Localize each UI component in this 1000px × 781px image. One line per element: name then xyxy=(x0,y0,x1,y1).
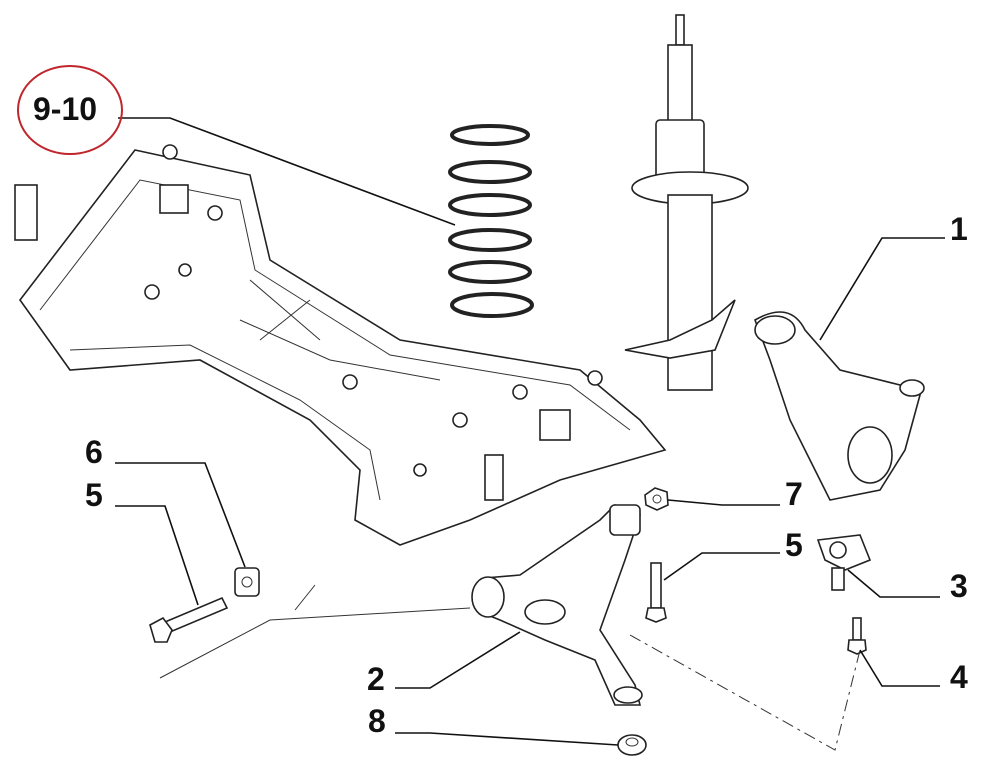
callout-5-right[interactable]: 5 xyxy=(785,527,803,563)
callout-7[interactable]: 7 xyxy=(785,476,803,512)
callout-5-left[interactable]: 5 xyxy=(85,477,103,513)
callout-3[interactable]: 3 xyxy=(950,568,968,604)
coil-spring-part[interactable] xyxy=(448,124,534,318)
leader-lines xyxy=(115,117,945,746)
small-bolt-part[interactable] xyxy=(847,617,867,655)
long-bolt-part[interactable] xyxy=(149,596,229,643)
callout-2[interactable]: 2 xyxy=(367,661,385,697)
bushing-nut-part[interactable] xyxy=(617,734,647,756)
control-arm-part[interactable] xyxy=(471,504,643,706)
highlight-circle xyxy=(17,65,123,155)
callout-8[interactable]: 8 xyxy=(368,703,386,739)
callout-4[interactable]: 4 xyxy=(950,659,968,695)
subframe-part[interactable] xyxy=(14,144,667,546)
shock-absorber-part[interactable] xyxy=(624,14,749,391)
bolt-part[interactable] xyxy=(645,562,667,623)
callout-1[interactable]: 1 xyxy=(950,211,968,247)
nut-part[interactable] xyxy=(644,487,669,511)
callout-9-10[interactable]: 9-10 xyxy=(33,91,97,127)
callout-6[interactable]: 6 xyxy=(85,434,103,470)
ball-joint-part[interactable] xyxy=(816,534,872,591)
washer-plate-part[interactable] xyxy=(234,567,260,597)
steering-knuckle-part[interactable] xyxy=(754,311,925,501)
